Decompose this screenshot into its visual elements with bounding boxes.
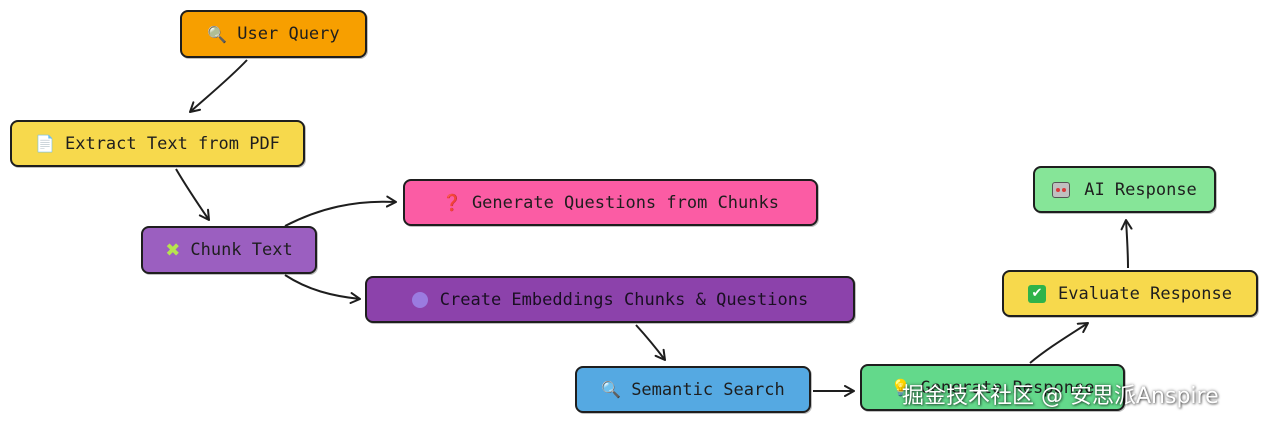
- node-semantic-search[interactable]: Semantic Search: [575, 366, 811, 413]
- node-create-embeddings[interactable]: Create Embeddings Chunks & Questions: [365, 276, 855, 323]
- node-user-query[interactable]: User Query: [180, 10, 367, 58]
- edge-embed-to-semantic: [635, 324, 666, 361]
- edge-chunk-to-generate: [284, 195, 397, 227]
- edge-extract-to-chunk: [175, 168, 210, 221]
- node-ai-response[interactable]: AI Response: [1033, 166, 1216, 213]
- node-label: Chunk Text: [190, 240, 293, 260]
- node-label: Semantic Search: [631, 379, 785, 400]
- edge-user-to-extract: [189, 59, 248, 113]
- node-generate-questions[interactable]: Generate Questions from Chunks: [403, 179, 818, 226]
- node-label: Evaluate Response: [1058, 283, 1232, 304]
- circle-icon: [411, 291, 428, 308]
- magnifier-icon: [207, 25, 227, 44]
- edge-evaluate-to-ai: [1120, 219, 1133, 269]
- node-label: Generate Response: [920, 377, 1095, 398]
- magnifier-icon: [601, 380, 621, 399]
- node-label: Generate Questions from Chunks: [471, 192, 779, 213]
- node-generate-response[interactable]: Generate Response: [860, 364, 1125, 411]
- node-extract-text[interactable]: Extract Text from PDF: [10, 120, 305, 167]
- question-mark-icon: [442, 193, 462, 212]
- node-label: Create Embeddings Chunks & Questions: [439, 289, 809, 310]
- robot-icon: [1052, 181, 1071, 198]
- node-evaluate-response[interactable]: Evaluate Response: [1002, 270, 1258, 317]
- document-icon: [35, 134, 55, 153]
- checkmark-icon: [1028, 284, 1046, 303]
- edge-generate-response-to-evaluate: [1029, 322, 1089, 364]
- edge-chunk-to-embed: [284, 274, 361, 305]
- node-label: User Query: [237, 24, 340, 44]
- watermark: 掘金技术社区 @ 安思派Anspire: [902, 384, 1219, 409]
- node-label: AI Response: [1084, 179, 1197, 200]
- node-label: Extract Text from PDF: [64, 133, 280, 154]
- node-chunk-text[interactable]: Chunk Text: [141, 226, 317, 274]
- puzzle-icon: [165, 240, 180, 261]
